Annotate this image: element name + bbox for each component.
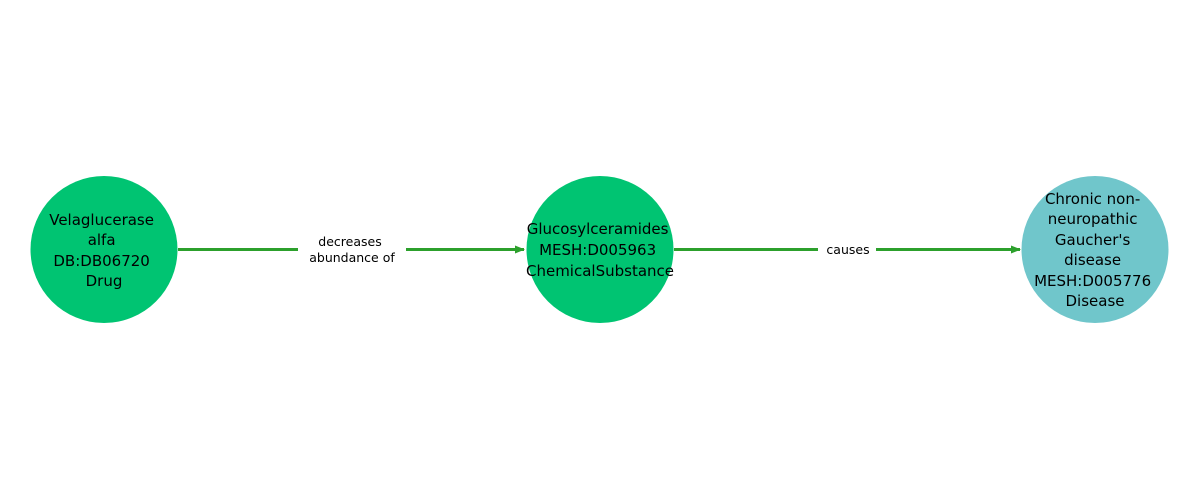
edge-label: decreases abundance of — [309, 234, 395, 265]
node-label-line: disease — [1064, 251, 1121, 269]
node-chemical: Glucosylceramides MESH:D005963 ChemicalS… — [526, 176, 674, 323]
edge-label-line: abundance of — [309, 250, 395, 265]
node-label-line: ChemicalSubstance — [526, 262, 674, 280]
node-label-line: Drug — [86, 272, 123, 290]
node-label-line: Glucosylceramides — [527, 220, 669, 238]
node-drug: Velaglucerase alfa DB:DB06720 Drug — [30, 176, 178, 323]
edge-label-background — [298, 231, 406, 269]
node-circle — [30, 176, 178, 323]
edge-label-line: decreases — [318, 234, 381, 249]
node-label: Velaglucerase alfa DB:DB06720 Drug — [49, 211, 159, 290]
node-label-line: neuropathic — [1048, 210, 1138, 228]
node-label-line: Chronic non- — [1045, 190, 1140, 208]
node-label-line: DB:DB06720 — [53, 252, 149, 270]
node-label: Chronic non- neuropathic Gaucher's disea… — [1034, 190, 1156, 310]
node-label: Glucosylceramides MESH:D005963 ChemicalS… — [526, 220, 674, 280]
edge-drug-to-chemical: decreases abundance of — [178, 231, 525, 269]
edge-label-background — [818, 240, 876, 259]
node-circle — [526, 176, 674, 323]
node-label-line: Velaglucerase — [49, 211, 154, 229]
node-label-line: Disease — [1066, 292, 1125, 310]
node-label-line: MESH:D005963 — [539, 241, 656, 259]
edge-label: causes — [826, 242, 869, 257]
node-label-line: alfa — [88, 231, 116, 249]
node-disease: Chronic non- neuropathic Gaucher's disea… — [1021, 176, 1169, 323]
edge-chemical-to-disease: causes — [674, 240, 1021, 259]
edge-label-line: causes — [826, 242, 869, 257]
node-label-line: MESH:D005776 — [1034, 272, 1151, 290]
node-circle — [1021, 176, 1169, 323]
node-label-line: Gaucher's — [1055, 231, 1131, 249]
